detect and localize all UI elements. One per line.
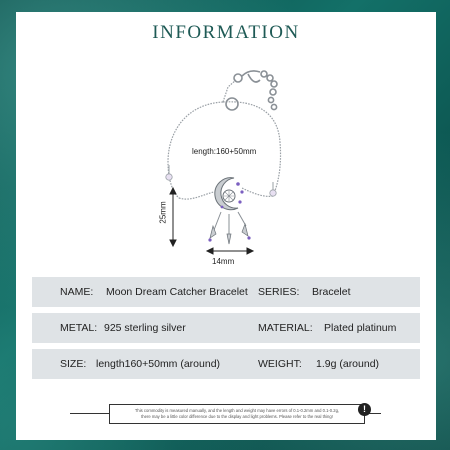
series-label: SERIES: bbox=[258, 286, 300, 298]
footer-divider-right bbox=[365, 413, 381, 414]
size-value: length160+50mm (around) bbox=[96, 358, 221, 370]
page-title: INFORMATION bbox=[152, 22, 300, 43]
series-value: Bracelet bbox=[312, 286, 351, 298]
bracelet-image bbox=[165, 70, 282, 255]
name-label: NAME: bbox=[60, 286, 94, 298]
size-label: SIZE: bbox=[60, 358, 87, 370]
disclaimer-line-2: there may be a little color difference d… bbox=[141, 414, 333, 419]
info-card: INFORMATION bbox=[16, 12, 436, 440]
spec-row-size: SIZE: length160+50mm (around) WEIGHT: 1.… bbox=[32, 349, 420, 379]
weight-value: 1.9g (around) bbox=[316, 358, 380, 370]
material-value: Plated platinum bbox=[324, 322, 397, 334]
metal-value: 925 sterling silver bbox=[104, 322, 186, 334]
width-dimension-label: 14mm bbox=[212, 257, 235, 266]
material-label: MATERIAL: bbox=[258, 322, 313, 334]
name-value: Moon Dream Catcher Bracelet bbox=[106, 286, 248, 298]
weight-label: WEIGHT: bbox=[258, 358, 302, 370]
metal-label: METAL: bbox=[60, 322, 98, 334]
moon-pendant bbox=[208, 177, 251, 245]
measurement-disclaimer: This commodity is measured manually, and… bbox=[109, 404, 365, 424]
disclaimer-line-1: This commodity is measured manually, and… bbox=[134, 408, 340, 413]
height-dimension-label: 25mm bbox=[158, 201, 168, 224]
spec-row-name: NAME: Moon Dream Catcher Bracelet SERIES… bbox=[32, 277, 420, 307]
warning-icon: ! bbox=[358, 403, 371, 416]
footer-divider-left bbox=[70, 413, 109, 414]
length-dimension-label: length:160+50mm bbox=[192, 147, 257, 156]
spec-row-metal: METAL: 925 sterling silver MATERIAL: Pla… bbox=[32, 313, 420, 343]
